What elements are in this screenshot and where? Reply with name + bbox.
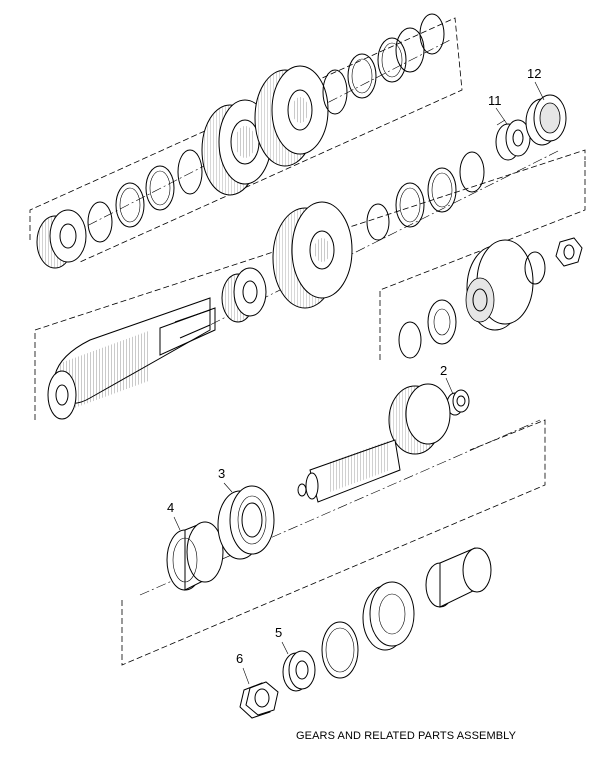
callout-12: 12 (527, 66, 541, 81)
hex-nut-upper (555, 237, 583, 267)
leader-5 (281, 641, 289, 655)
helical-gear-large (254, 65, 329, 167)
pilot-bearing-part-2 (446, 389, 470, 416)
synchro-ring (395, 27, 425, 73)
washer (524, 251, 546, 285)
bearing-race-part-4 (166, 521, 224, 591)
clutch-gear (221, 267, 267, 323)
lower-group-boundary (121, 419, 546, 666)
leader-2 (445, 377, 454, 395)
lower-group: 3 4 5 6 (121, 419, 546, 719)
upper-gear-group (29, 13, 463, 269)
callout-2: 2 (440, 363, 447, 378)
callout-11: 11 (488, 93, 502, 108)
synchro-ring (347, 53, 377, 99)
synchro-ring (395, 182, 425, 228)
figure-caption: GEARS AND RELATED PARTS ASSEMBLY (296, 730, 517, 742)
spur-gear-small (36, 209, 87, 269)
bearing-small (427, 299, 457, 345)
synchro-ring (427, 167, 457, 213)
callout-5: 5 (275, 625, 282, 640)
synchronizer-assembly (201, 99, 272, 196)
leader-4 (173, 516, 181, 531)
seal-ring (321, 621, 359, 679)
snap-ring (87, 201, 113, 243)
callout-6: 6 (236, 651, 243, 666)
input-shaft (297, 383, 451, 503)
snap-ring (459, 151, 485, 193)
synchro-ring (145, 165, 175, 211)
snap-ring (398, 321, 422, 359)
snap-ring (177, 149, 203, 195)
snap-ring (419, 13, 445, 55)
bearing-lower (362, 581, 415, 651)
leader-3 (223, 482, 233, 493)
washer-part-5 (282, 650, 316, 692)
bearing-part-12 (525, 94, 567, 146)
bearing-cup-part-11 (495, 119, 531, 161)
snap-ring (366, 203, 390, 241)
hex-nut-part-6 (239, 681, 279, 719)
callout-3: 3 (218, 466, 225, 481)
sleeve (425, 547, 492, 608)
main-shaft (47, 297, 216, 420)
upper-group-boundary (29, 17, 463, 263)
callout-4: 4 (167, 500, 174, 515)
main-gear-large (272, 201, 353, 309)
synchro-ring (377, 37, 407, 83)
synchro-ring (115, 182, 145, 228)
leader-11 (495, 107, 508, 125)
ball-bearing-part-3 (217, 485, 275, 560)
leader-6 (242, 667, 250, 685)
snap-ring (322, 69, 348, 115)
main-shaft-group (34, 149, 586, 420)
leader-12 (534, 81, 545, 101)
output-flange (465, 239, 534, 331)
